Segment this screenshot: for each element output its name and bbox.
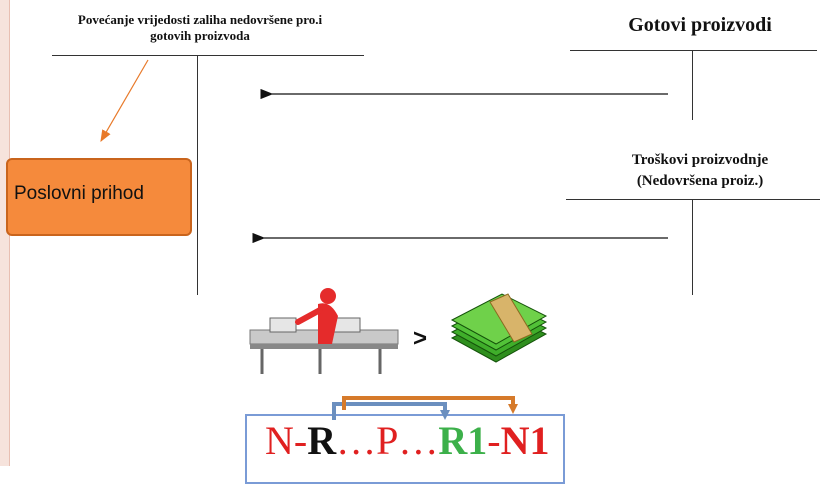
factory-worker-icon	[249, 288, 399, 374]
left-t-horizontal	[52, 55, 364, 56]
bracket-n-to-n1	[342, 396, 515, 410]
formula-brackets	[332, 396, 518, 420]
right-t-horizontal	[570, 50, 817, 51]
left-account-title-line1: Povećanje vrijedosti zaliha nedovršene p…	[77, 12, 323, 27]
left-account-title-line2: gotovih proizvoda	[150, 28, 250, 43]
formula-part: N-	[265, 418, 308, 463]
formula-part: R1	[438, 418, 488, 463]
money-stack-icon	[450, 293, 548, 363]
formula-part: N1	[500, 418, 550, 463]
revenue-scroll-label: Poslovni prihod	[14, 183, 144, 204]
right-account-title: Gotovi proizvodi	[628, 14, 772, 36]
costs-t-vertical	[692, 199, 693, 295]
formula-part: R	[307, 418, 337, 463]
orange-pointer-arrow	[100, 59, 149, 143]
costs-title-line2: (Nedovršena proiz.)	[636, 173, 764, 189]
costs-t-horizontal	[566, 199, 820, 200]
left-t-vertical	[197, 55, 198, 295]
formula-part: …P…	[336, 418, 439, 463]
formula-part: -	[487, 418, 501, 463]
greater-than-operator: >	[413, 325, 428, 352]
bracket-r-to-r1	[332, 402, 447, 420]
arrows-layer	[100, 59, 668, 374]
left-account-title: Povećanje vrijedosti zaliha nedovršene p…	[30, 12, 370, 44]
right-t-vertical	[692, 50, 693, 120]
costs-account-title: Troškovi proizvodnje (Nedovršena proiz.)	[580, 150, 820, 192]
costs-title-line1: Troškovi proizvodnje	[631, 152, 769, 168]
left-decor-stripe	[0, 0, 10, 466]
formula: N-R…P…R1-N1	[265, 417, 549, 465]
revenue-scroll-banner	[6, 158, 192, 236]
